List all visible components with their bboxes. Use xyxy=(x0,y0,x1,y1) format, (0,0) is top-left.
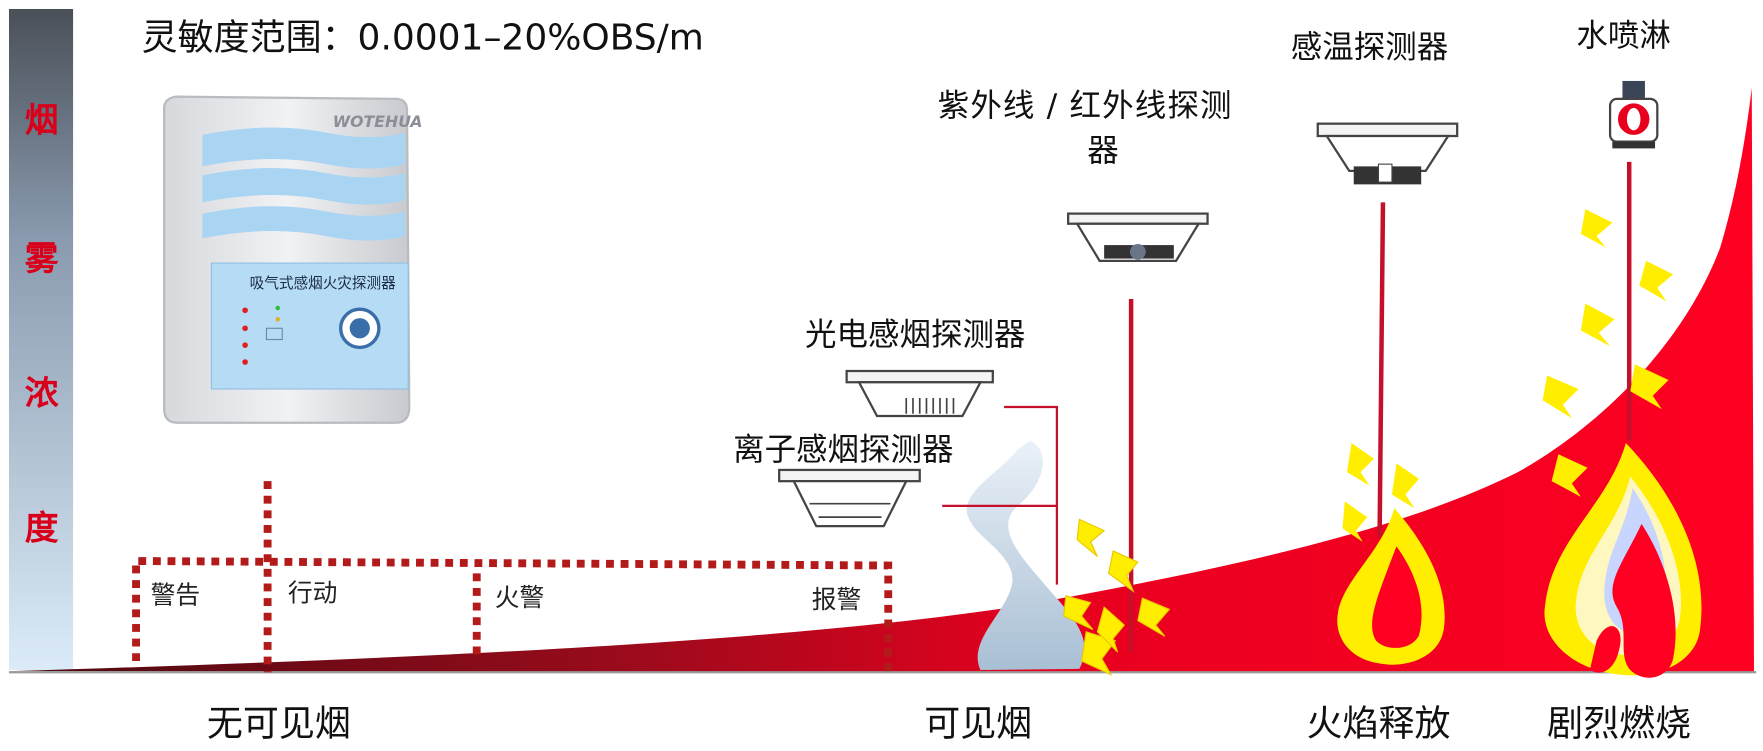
density-axis-char-1: 烟 xyxy=(24,101,59,141)
density-axis-char-3: 浓 xyxy=(24,374,59,414)
detector-bracket xyxy=(942,405,1059,585)
alarm-zones xyxy=(132,481,893,673)
density-axis-bar xyxy=(8,8,74,671)
sprinkler-label: 水喷淋 xyxy=(1576,16,1671,54)
photoelectric-detector-device xyxy=(845,369,994,418)
stage-invisible-smoke: 无可见烟 xyxy=(206,701,351,745)
density-axis-char-4: 度 xyxy=(24,509,59,549)
ion-detector-label: 离子感烟探测器 xyxy=(733,430,954,468)
medium-flame xyxy=(1337,442,1445,665)
stage-intense-burning: 剧烈燃烧 xyxy=(1547,701,1692,745)
stage-flame-release: 火焰释放 xyxy=(1306,701,1451,745)
zone-warning-label: 警告 xyxy=(150,582,201,611)
device-panel-title: 吸气式感烟火灾探测器 xyxy=(249,275,396,293)
uv-ir-detector-device xyxy=(1067,212,1209,262)
ion-detector-device xyxy=(778,468,921,528)
sprinkler-device xyxy=(1608,80,1659,149)
heat-detector-device xyxy=(1316,122,1459,185)
small-flames xyxy=(1063,518,1171,676)
stage-visible-smoke: 可见烟 xyxy=(924,701,1033,745)
heat-indicator-line xyxy=(1377,202,1386,538)
uv-ir-detector-label-line1: 紫外线 / 红外线探测 xyxy=(937,86,1233,124)
density-axis-char-2: 雾 xyxy=(24,239,59,279)
uv-ir-detector-label-line2: 器 xyxy=(1087,131,1119,169)
smoke-plume xyxy=(966,440,1085,671)
zone-fire-label: 火警 xyxy=(494,584,545,613)
zone-alarm-label: 报警 xyxy=(811,586,862,615)
photoelectric-detector-label: 光电感烟探测器 xyxy=(805,315,1026,354)
intense-flame xyxy=(1542,209,1702,678)
aspirating-detector-device xyxy=(163,95,411,424)
sensitivity-range-title: 灵敏度范围：0.0001–20%OBS/m xyxy=(141,15,704,59)
heat-detector-label: 感温探测器 xyxy=(1290,28,1449,66)
zone-action-label: 行动 xyxy=(287,580,338,609)
device-brand: WOTEHUA xyxy=(332,113,423,132)
